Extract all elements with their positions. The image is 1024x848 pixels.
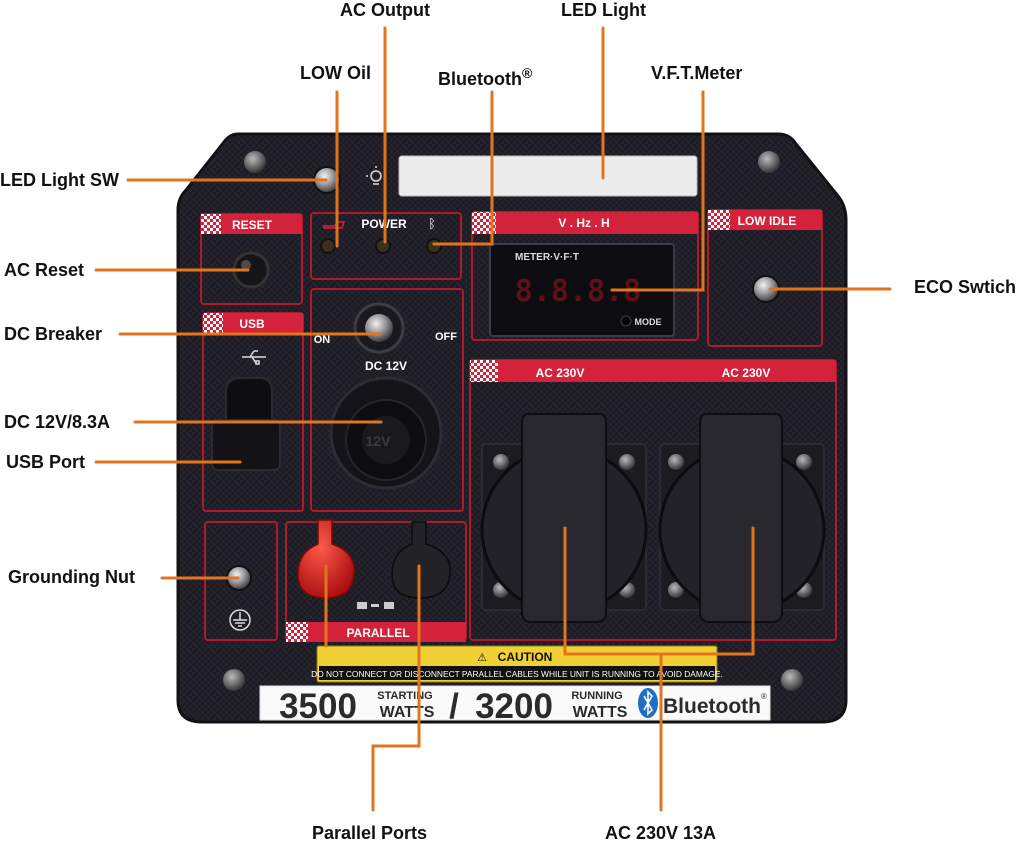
led-light-strip [398,155,698,197]
bluetooth-logo-icon [638,688,658,718]
leader-parallel-ports [371,564,421,812]
meter-model-label: METER·V·F·T [515,252,579,263]
callout-leader-lines [94,26,892,812]
running-label-1: RUNNING [571,690,622,702]
watts-slash: / [449,687,459,726]
starting-label-2: WATTS [380,704,435,721]
usb-icon [242,350,266,365]
leader-bluetooth [432,90,494,246]
bluetooth-icon: ᛒ [428,216,436,231]
low-oil-indicator [320,238,336,254]
callout-led-light: LED Light [561,0,646,20]
ground-box [204,521,278,641]
running-label-2: WATTS [573,704,628,721]
caution-text: DO NOT CONNECT OR DISCONNECT PARALLEL CA… [311,669,723,679]
reset-label: RESET [232,218,273,232]
leader-vft-meter [610,90,705,292]
oil-can-icon [323,221,346,229]
callout-low-oil: LOW Oil [300,63,371,83]
ac230v-left-label: AC 230V [536,366,585,380]
meter-mode-button[interactable] [620,315,632,327]
caution-warning-icon: ⚠ [477,652,487,664]
callout-parallel-ports: Parallel Ports [312,823,428,843]
vhzh-label: V . Hz . H [558,216,609,230]
mode-label: MODE [635,317,662,327]
usb-port[interactable] [211,419,281,471]
ratings-strip [259,685,771,721]
usb-label: USB [239,317,265,331]
starting-watts-value: 3500 [279,687,357,726]
caution-title: CAUTION [498,650,553,664]
panel-screws [223,151,803,691]
ac230v-right-label: AC 230V [722,366,771,380]
dc-off-label: OFF [435,331,457,343]
socket-12v-label: 12V [366,433,392,449]
bluetooth-brand: Bluetooth [663,695,761,718]
callout-ac-reset: AC Reset [4,260,85,280]
starting-label-1: STARTING [377,690,432,702]
callout-ac-230v-13a: AC 230V 13A [605,823,717,843]
callout-vft-meter: V.F.T.Meter [651,63,743,83]
dc-on-label: ON [314,334,331,346]
ac-output-indicator [375,238,391,254]
low-idle-label: LOW IDLE [738,214,797,228]
callout-eco-switch: ECO Swtich [914,277,1017,297]
callout-grounding-nut: Grounding Nut [8,567,135,587]
parallel-cable-icon [357,602,394,609]
callout-bluetooth: Bluetooth [438,69,522,89]
bluetooth-indicator [426,238,442,254]
dc-box [310,288,464,512]
callout-usb-port: USB Port [6,452,86,472]
ac-outlet-left-cover[interactable] [521,413,607,623]
bluetooth-brand-reg: ® [761,692,767,701]
callout-led-light-sw: LED Light SW [0,170,119,190]
ac-outlet-right-cover[interactable] [699,413,783,623]
dc12v-label: DC 12V [365,359,407,373]
callout-bluetooth-group: Bluetooth® [438,63,532,89]
usb-port-cover[interactable] [225,377,273,421]
parallel-label: PARALLEL [346,626,409,640]
callout-dc-breaker: DC Breaker [4,324,103,344]
ground-icon [229,609,251,631]
callout-ac-output: AC Output [340,0,430,20]
leader-ac-230v [563,526,755,656]
callout-bluetooth-reg: ® [521,65,533,81]
callout-dc-12v: DC 12V/8.3A [4,412,111,432]
running-watts-value: 3200 [475,687,553,726]
